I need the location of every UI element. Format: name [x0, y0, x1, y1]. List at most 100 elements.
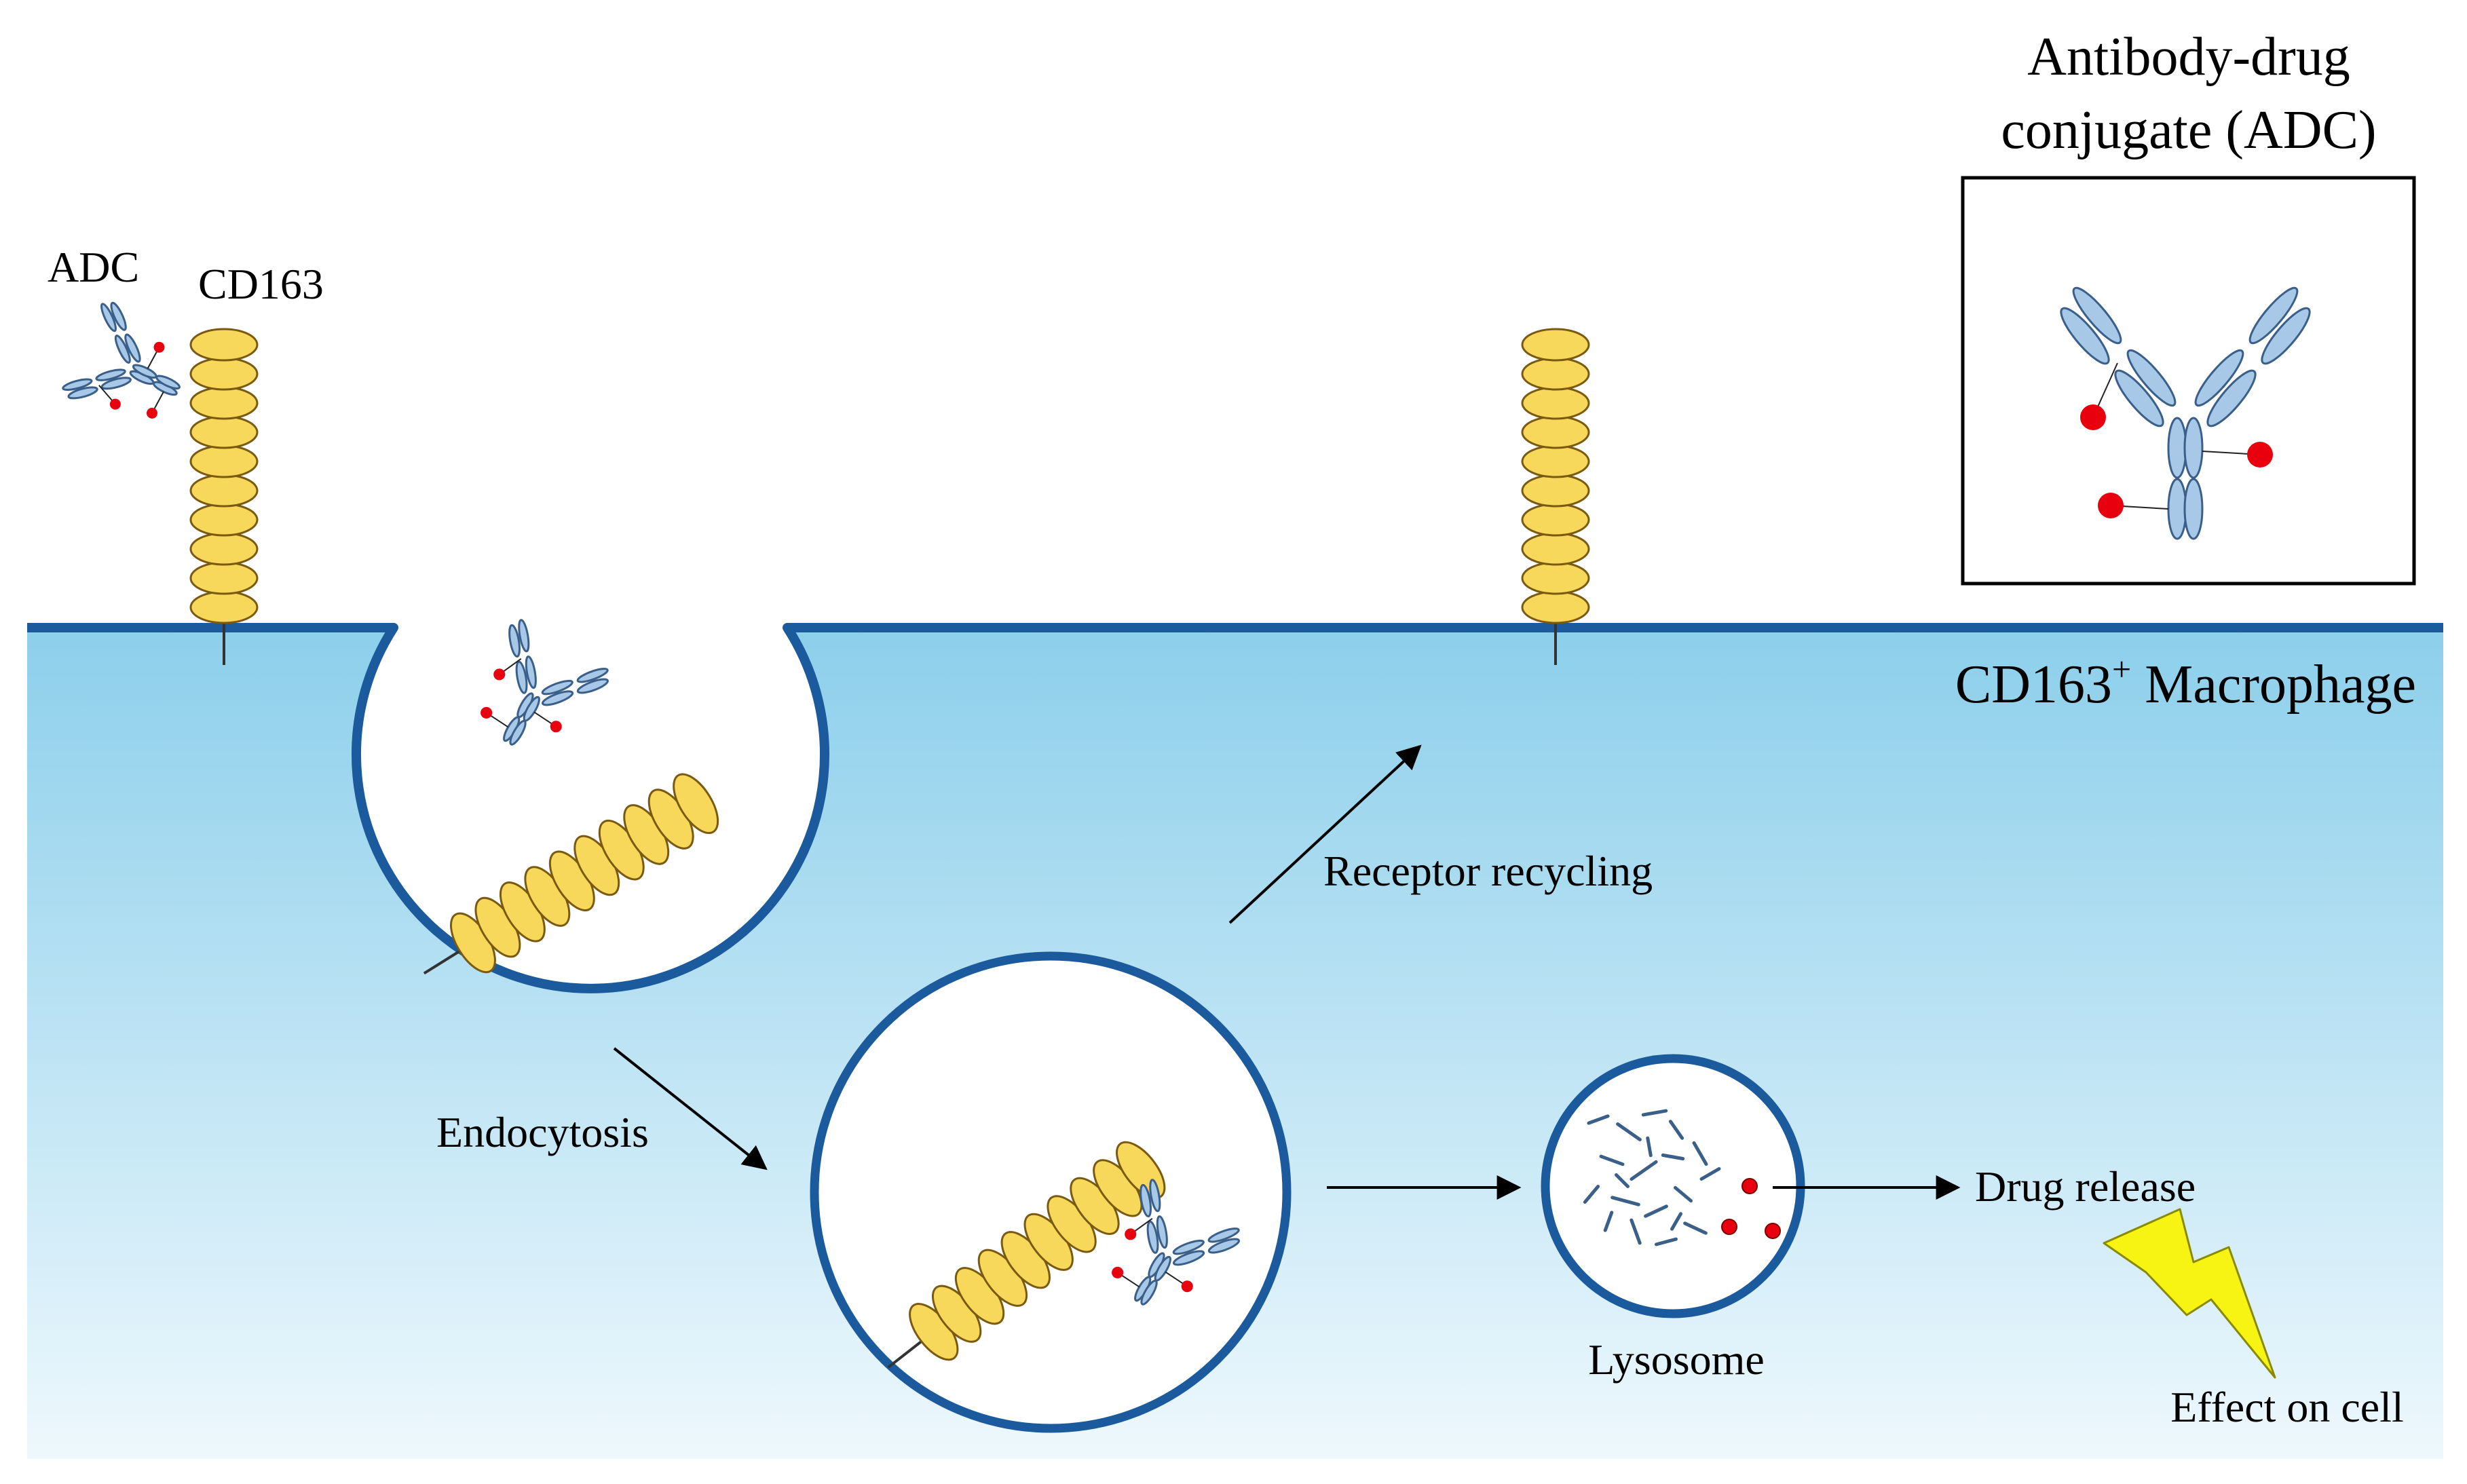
receptor-stalk	[887, 1339, 924, 1369]
antibody-fragment	[1674, 1185, 1693, 1203]
drug-payload	[2098, 493, 2124, 518]
antibody-domain	[62, 378, 93, 391]
antibody-fragment	[1599, 1154, 1625, 1166]
antibody-fragment	[1615, 1173, 1630, 1188]
antibody-fragment	[1644, 1204, 1668, 1218]
antibody-domain	[508, 624, 521, 658]
drug-payload	[2247, 442, 2273, 468]
cd163-receptor-recycled	[1521, 328, 1590, 665]
receptor-domain	[1521, 532, 1590, 566]
antibody-domain	[509, 719, 527, 746]
receptor-domain	[189, 328, 259, 362]
adc-legend-icon	[2060, 286, 2311, 540]
antibody-domain	[2183, 417, 2204, 479]
cd163-receptor-internalizing	[423, 773, 719, 975]
antibody-domain	[2114, 369, 2164, 427]
antibody-fragment	[1683, 1221, 1708, 1235]
antibody-domain	[155, 375, 181, 390]
antibody-fragment	[1611, 1196, 1640, 1206]
legend-title-line1: Antibody-drug	[2027, 27, 2350, 87]
antibody-domain	[114, 335, 131, 364]
drug-release-label: Drug release	[1975, 1162, 2196, 1211]
antibody-domain	[2206, 369, 2257, 427]
adc-label: ADC	[48, 243, 139, 291]
antibody-domain	[1149, 1179, 1161, 1213]
antibody-domain	[515, 660, 528, 694]
drug-payload	[109, 398, 121, 410]
antibody-fragment	[1641, 1109, 1668, 1117]
receptor-domain	[189, 590, 259, 624]
antibody-fragment	[1661, 1153, 1685, 1161]
endocytosis-label: Endocytosis	[436, 1108, 649, 1156]
degraded-antibody-fragments	[1583, 1109, 1721, 1247]
drug-payload	[493, 668, 506, 681]
adc-endosome-icon	[1112, 1179, 1241, 1306]
antibody-domain	[525, 655, 537, 689]
receptor-domain	[189, 503, 259, 537]
legend-title-line2: conjugate (ADC)	[2001, 100, 2376, 160]
antibody-domain	[124, 333, 141, 363]
cell-type-label: CD163+ Macrophage	[1955, 650, 2416, 715]
antibody-domain	[100, 303, 117, 332]
antibody-domain	[1140, 1183, 1152, 1217]
receptor-domain	[189, 357, 259, 391]
antibody-fragment	[1603, 1211, 1614, 1232]
antibody-domain	[541, 679, 573, 696]
cd163-label: CD163	[198, 260, 324, 308]
drug-payload	[153, 341, 165, 353]
antibody-domain	[1140, 1279, 1158, 1306]
drug-payload	[2080, 404, 2106, 430]
antibody-fragment	[1587, 1114, 1610, 1125]
antibody-fragment	[1583, 1185, 1600, 1204]
antibody-domain	[1207, 1228, 1240, 1243]
receptor-domain	[1521, 328, 1590, 362]
antibody-fragment	[1646, 1136, 1653, 1158]
plasma-membrane	[27, 623, 2443, 993]
antibody-domain	[2167, 417, 2187, 479]
receptor-domain	[189, 561, 259, 595]
drug-payload	[1112, 1266, 1124, 1278]
drug-payload	[1181, 1280, 1193, 1293]
antibody-domain	[518, 619, 530, 653]
antibody-domain	[2183, 478, 2204, 540]
effect-on-cell-label: Effect on cell	[2170, 1383, 2404, 1431]
receptor-domain	[673, 773, 719, 835]
antibody-domain	[576, 678, 609, 694]
drug-payload	[1125, 1228, 1137, 1240]
drug-payload	[550, 721, 562, 733]
receptor-stalk	[423, 949, 463, 975]
antibody-domain	[2126, 349, 2177, 407]
receptor-domain	[1521, 474, 1590, 508]
antibody-domain	[576, 668, 609, 683]
receptor-domain	[189, 532, 259, 566]
antibody-fragment	[1668, 1120, 1684, 1140]
antibody-fragment	[1630, 1160, 1658, 1181]
adc-bound-icon	[62, 301, 181, 419]
receptor-domain	[189, 415, 259, 449]
lysosome-label: Lysosome	[1588, 1335, 1765, 1384]
antibody-fragment	[1655, 1237, 1678, 1247]
antibody-domain	[2167, 478, 2187, 540]
antibody-domain	[67, 386, 98, 400]
receptor-domain	[1521, 386, 1590, 420]
receptor-domain	[1521, 561, 1590, 595]
antibody-fragment	[1692, 1141, 1708, 1166]
drug-payload	[481, 706, 493, 719]
cd163-receptor-endosome	[887, 1141, 1166, 1369]
receptor-domain	[189, 474, 259, 508]
receptor-domain	[1521, 503, 1590, 537]
antibody-fragment	[1670, 1212, 1682, 1231]
receptor-domain	[1521, 590, 1590, 624]
receptor-domain	[189, 386, 259, 420]
antibody-domain	[2248, 286, 2299, 345]
antibody-domain	[1146, 1220, 1159, 1254]
antibody-domain	[100, 377, 132, 390]
receptor-recycling-label: Receptor recycling	[1323, 847, 1653, 895]
lysosome	[1541, 1054, 1805, 1318]
endocytosis-arrow	[613, 1047, 768, 1171]
lightning-icon	[2103, 1208, 2276, 1379]
antibody-domain	[2072, 286, 2122, 345]
receptor-domain	[1521, 357, 1590, 391]
drug-payload	[147, 407, 157, 419]
released-drug-dots	[1721, 1178, 1781, 1239]
